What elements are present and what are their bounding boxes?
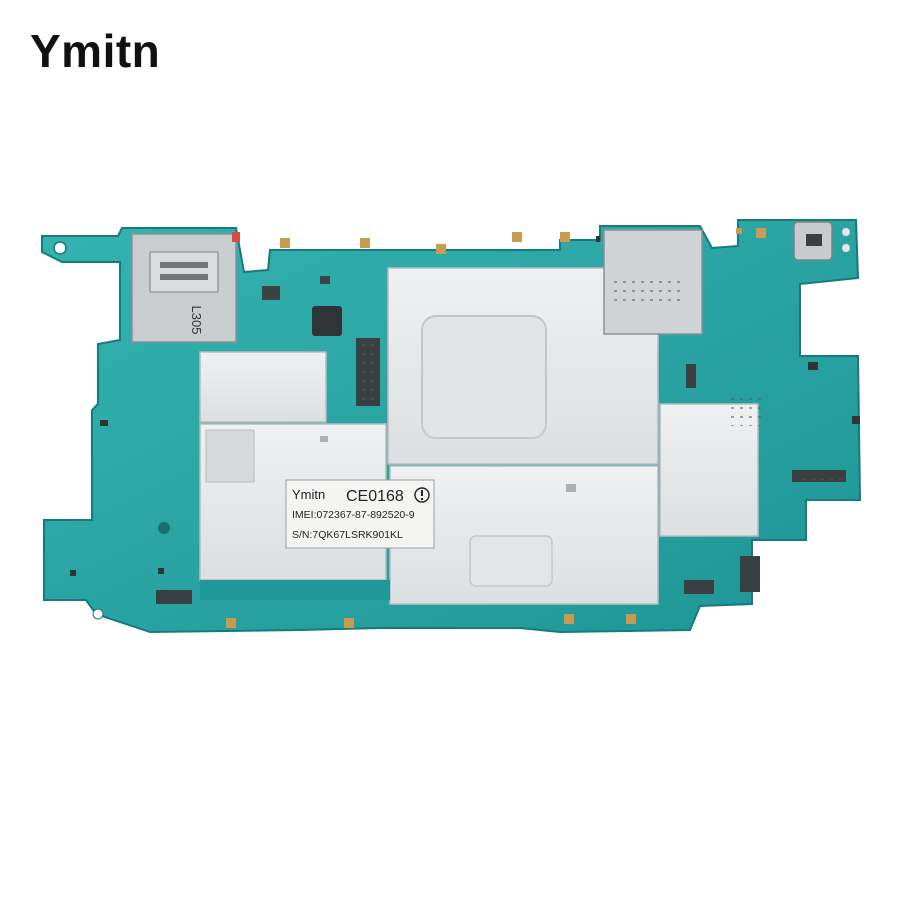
sticker-brand: Ymitn <box>292 487 325 502</box>
brand-watermark: Ymitn <box>30 25 161 77</box>
sticker-serial: S/N:7QK67LSRK901KL <box>292 529 403 541</box>
sticker-imei: IMEI:072367-87-892520-9 <box>292 509 415 521</box>
warning-icon <box>414 487 430 503</box>
sim-tray-mark: L305 <box>189 306 204 335</box>
shield-can-a <box>199 351 327 423</box>
sticker-cert: CE0168 <box>346 488 404 505</box>
imei-sticker: Ymitn CE0168 IMEI:072367-87-892520-9 S/N… <box>285 479 435 549</box>
ic-chip <box>312 306 342 336</box>
gold-test-points <box>226 228 766 628</box>
